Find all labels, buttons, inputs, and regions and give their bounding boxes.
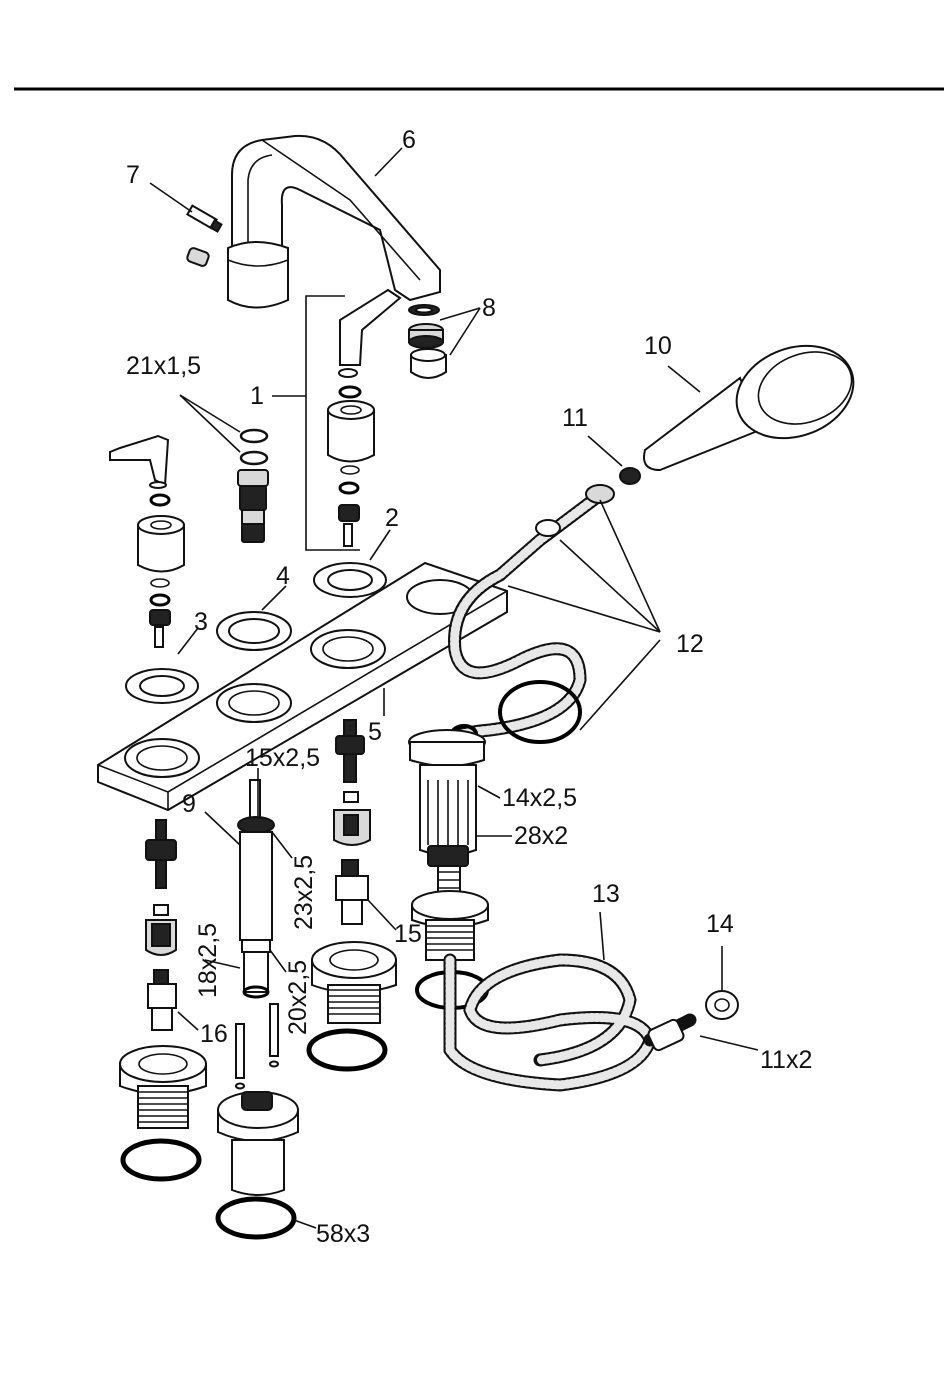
label-20x2-5: 20x2,5 [284, 960, 312, 1035]
label-15x2-5: 15x2,5 [245, 744, 320, 772]
label-1: 1 [250, 382, 264, 410]
label-4: 4 [276, 562, 290, 590]
label-5: 5 [368, 718, 382, 746]
label-14x2-5: 14x2,5 [502, 784, 577, 812]
label-14: 14 [706, 910, 734, 938]
label-28x2: 28x2 [514, 822, 568, 850]
label-23x2-5: 23x2,5 [290, 855, 318, 930]
label-2: 2 [385, 504, 399, 532]
label-3: 3 [194, 608, 208, 636]
label-15: 15 [394, 920, 422, 948]
ring-part-4 [217, 612, 291, 650]
nut-part-14 [706, 991, 738, 1019]
label-6: 6 [402, 126, 416, 154]
spout-part-6 [228, 136, 440, 308]
center-base-with-screws [218, 1004, 298, 1237]
label-8: 8 [482, 294, 496, 322]
valve-part-16-left [120, 820, 206, 1179]
label-16: 16 [200, 1020, 228, 1048]
diverter-rod-part-9 [238, 780, 274, 997]
label-21x1-5: 21x1,5 [126, 352, 201, 380]
label-10: 10 [644, 332, 672, 360]
label-11x2: 11x2 [760, 1046, 812, 1074]
washer-part-11 [620, 468, 640, 484]
escutcheon-part-2 [314, 563, 386, 597]
label-11: 11 [562, 404, 588, 432]
diverter-cartridge [180, 395, 268, 542]
left-handle-assembly [110, 436, 198, 703]
label-12: 12 [676, 630, 704, 658]
pin-part-7 [186, 206, 221, 267]
label-7: 7 [126, 161, 140, 189]
label-58x3: 58x3 [316, 1220, 370, 1248]
label-18x2-5: 18x2,5 [194, 923, 222, 998]
label-13: 13 [592, 880, 620, 908]
valve-part-15-right [309, 720, 396, 1069]
coiled-hose-part-13 [450, 960, 690, 1085]
aerator-part-8 [409, 305, 446, 378]
label-9: 9 [182, 790, 196, 818]
